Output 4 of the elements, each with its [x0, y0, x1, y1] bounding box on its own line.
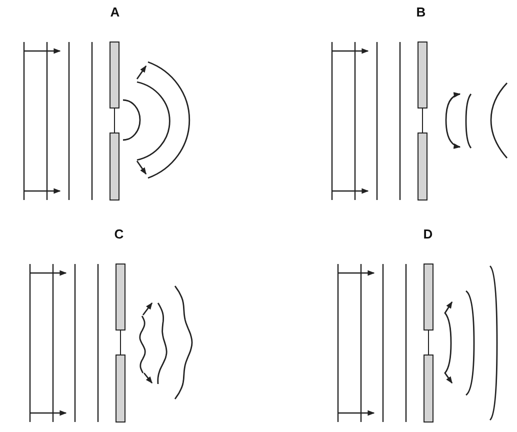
panel-label: B [416, 6, 426, 18]
panel-label: D [423, 228, 433, 240]
panel-label: A [110, 6, 120, 18]
panel-label: C [114, 228, 124, 240]
